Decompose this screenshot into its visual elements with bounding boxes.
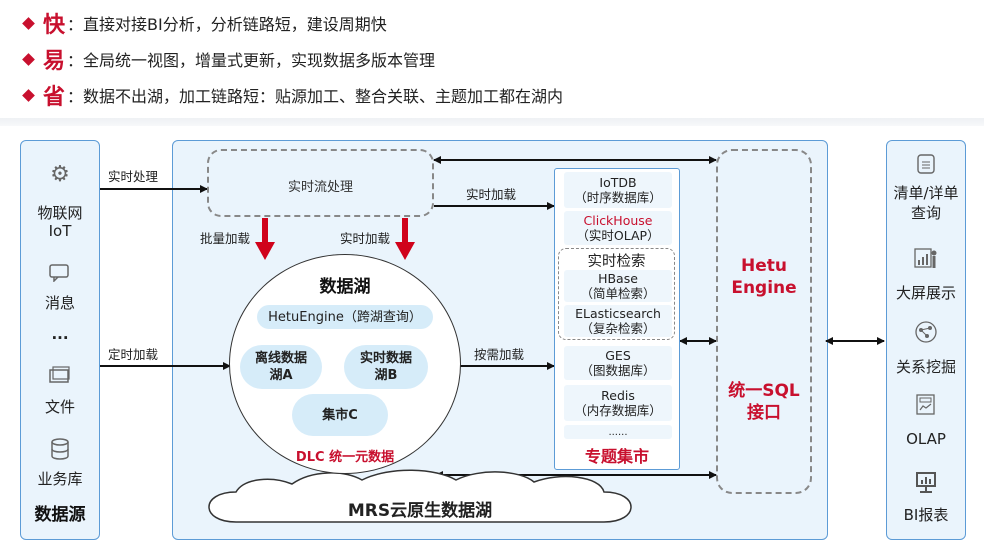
stream-processing-label: 实时流处理 <box>287 180 353 195</box>
bullet-fast: 快 ：直接对接BI分析，分析链路短，建设周期快 <box>22 6 387 40</box>
mart-clickhouse: ClickHouse （实时OLAP） <box>564 211 672 245</box>
hetu-cross-lake-query: HetuEngine（跨湖查询） <box>257 305 433 329</box>
arrow-batch-load <box>255 218 275 260</box>
source-iot-label: 物联网 <box>37 204 83 222</box>
mart-redis-desc: （内存数据库） <box>574 403 662 418</box>
mart-redis-name: Redis <box>601 388 635 403</box>
mart-ges-name: GES <box>605 348 631 363</box>
hetu-engine-box <box>716 149 812 494</box>
source-iot-sublabel: IoT <box>48 222 72 240</box>
bullet-key: 省 <box>43 85 66 110</box>
label-batch-load: 批量加载 <box>200 231 251 246</box>
mart-es-name: ELasticsearch <box>575 306 661 321</box>
mart-es-desc: （复杂检索） <box>580 321 656 336</box>
bullet-key: 易 <box>43 49 66 74</box>
mart-clickhouse-name: ClickHouse <box>583 213 653 228</box>
list-icon <box>886 154 966 178</box>
app-list-sublabel: 查询 <box>910 204 941 222</box>
mart-hbase: HBase （简单检索） <box>564 270 672 302</box>
app-report-label: BI报表 <box>903 506 949 524</box>
label-realtime-process: 实时处理 <box>108 169 159 184</box>
realtime-search-title: 实时检索 <box>587 254 646 270</box>
bullet-save: 省 ：数据不出湖，加工链路短：贴源加工、整合关联、主题加工都在湖内 <box>22 78 564 112</box>
mart-ges: GES （图数据库） <box>564 346 672 380</box>
database-icon <box>20 438 100 465</box>
offline-lake-a: 离线数据湖A <box>240 345 322 389</box>
mart-redis: Redis （内存数据库） <box>564 385 672 421</box>
mart-hbase-desc: （简单检索） <box>580 286 656 301</box>
engine-name-line2: Engine <box>731 278 797 298</box>
realtime-search-group <box>558 248 675 340</box>
source-db-label: 业务库 <box>37 470 83 488</box>
cloud-shape <box>208 469 632 523</box>
mart-elasticsearch: ELasticsearch （复杂检索） <box>564 305 672 337</box>
app-list-label: 清单/详单 <box>893 184 959 202</box>
mart-more: ...... <box>564 425 672 439</box>
section-divider <box>0 118 984 126</box>
data-source-title: 数据源 <box>34 505 86 525</box>
graph-icon <box>886 320 966 348</box>
label-realtime-load-right: 实时加载 <box>466 187 517 202</box>
mart-ges-desc: （图数据库） <box>580 363 656 378</box>
label-on-demand-load: 按需加载 <box>474 347 525 362</box>
screen-icon <box>886 248 966 274</box>
bullet-text: ：直接对接BI分析，分析链路短，建设周期快 <box>67 15 387 34</box>
data-lake-title: 数据湖 <box>319 277 371 297</box>
app-olap-label: OLAP <box>906 430 946 448</box>
realtime-lake-b: 实时数据湖B <box>344 345 428 389</box>
source-file-label: 文件 <box>44 398 75 416</box>
bullet-key: 快 <box>43 13 66 38</box>
message-icon <box>20 264 100 287</box>
data-source-panel <box>20 140 100 540</box>
file-icon <box>20 366 100 389</box>
source-more-label: ... <box>51 325 69 343</box>
mart-clickhouse-desc: （实时OLAP） <box>576 228 660 243</box>
label-realtime-load-down: 实时加载 <box>340 231 391 246</box>
app-screen-label: 大屏展示 <box>895 284 956 302</box>
bullet-text: ：数据不出湖，加工链路短：贴源加工、整合关联、主题加工都在湖内 <box>67 87 564 106</box>
thematic-mart-title: 专题集市 <box>584 447 649 466</box>
engine-sql-line1: 统一SQL <box>728 381 800 401</box>
bullet-easy: 易 ：全局统一视图，增量式更新，实现数据多版本管理 <box>22 42 436 76</box>
source-message-label: 消息 <box>44 294 75 312</box>
robot-arm-icon: ⚙ <box>50 162 70 187</box>
arrow-realtime-load-down <box>395 218 415 260</box>
mart-hbase-name: HBase <box>598 271 638 286</box>
stream-processing-box <box>207 149 434 217</box>
app-graph-label: 关系挖掘 <box>895 358 956 376</box>
cloud-label: MRS云原生数据湖 <box>347 501 493 521</box>
report-icon <box>886 472 966 498</box>
mart-iotdb-desc: （时序数据库） <box>574 190 662 205</box>
mart-iotdb: IoTDB （时序数据库） <box>564 172 672 208</box>
dlc-metadata-label: DLC 统一元数据 <box>295 450 395 465</box>
engine-name-line1: Hetu <box>741 256 787 276</box>
bullet-text: ：全局统一视图，增量式更新，实现数据多版本管理 <box>67 51 436 70</box>
engine-sql-line2: 接口 <box>747 403 781 423</box>
olap-icon <box>886 394 966 420</box>
label-scheduled-load: 定时加载 <box>108 347 159 362</box>
mart-c: 集市C <box>292 394 388 436</box>
mart-iotdb-name: IoTDB <box>599 175 637 190</box>
